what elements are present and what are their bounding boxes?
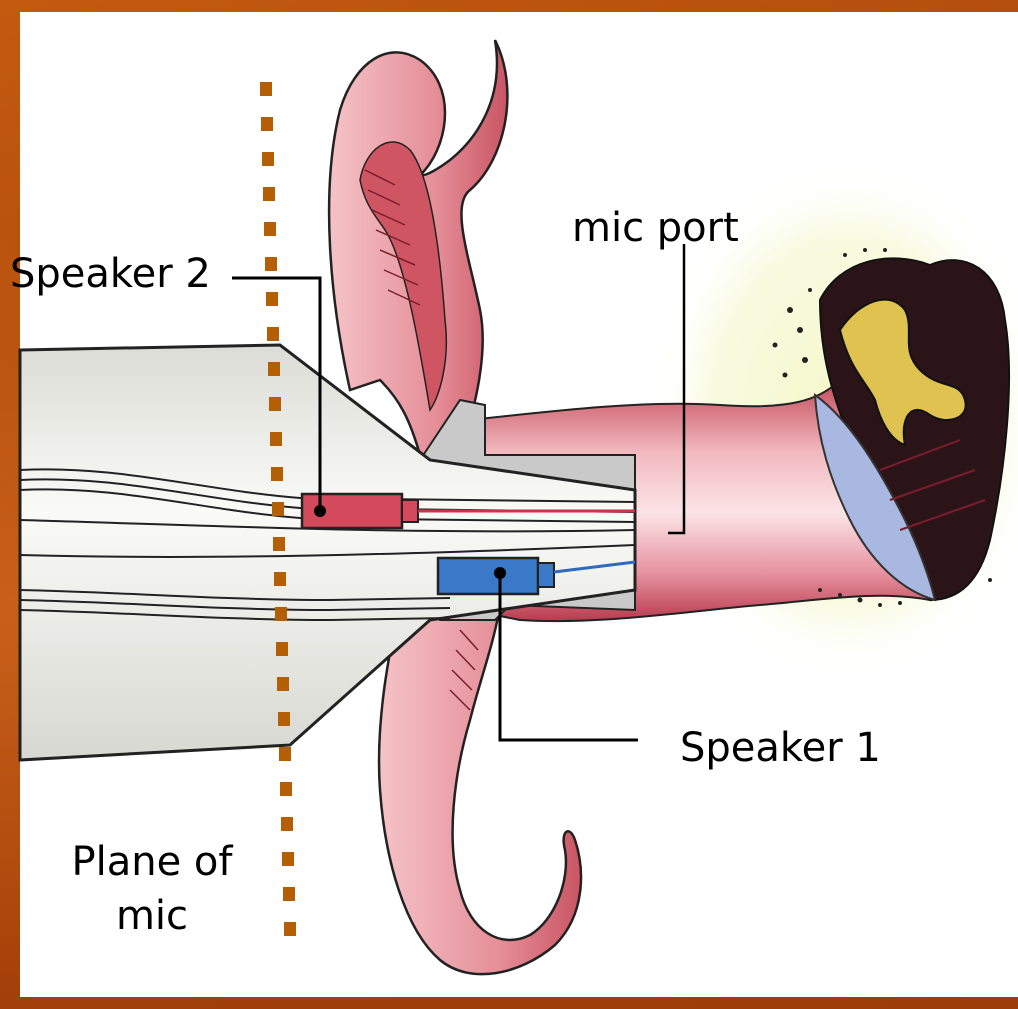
label-mic-port: mic port xyxy=(572,206,739,250)
label-plane-of-mic-line2: mic xyxy=(52,894,252,938)
label-plane-of-mic-line1: Plane of xyxy=(52,840,252,884)
lower-pinna xyxy=(379,600,581,974)
speaker-1-body xyxy=(438,558,538,594)
label-speaker-2: Speaker 2 xyxy=(10,252,211,296)
probe-body xyxy=(20,345,635,760)
label-speaker-1: Speaker 1 xyxy=(680,726,881,770)
